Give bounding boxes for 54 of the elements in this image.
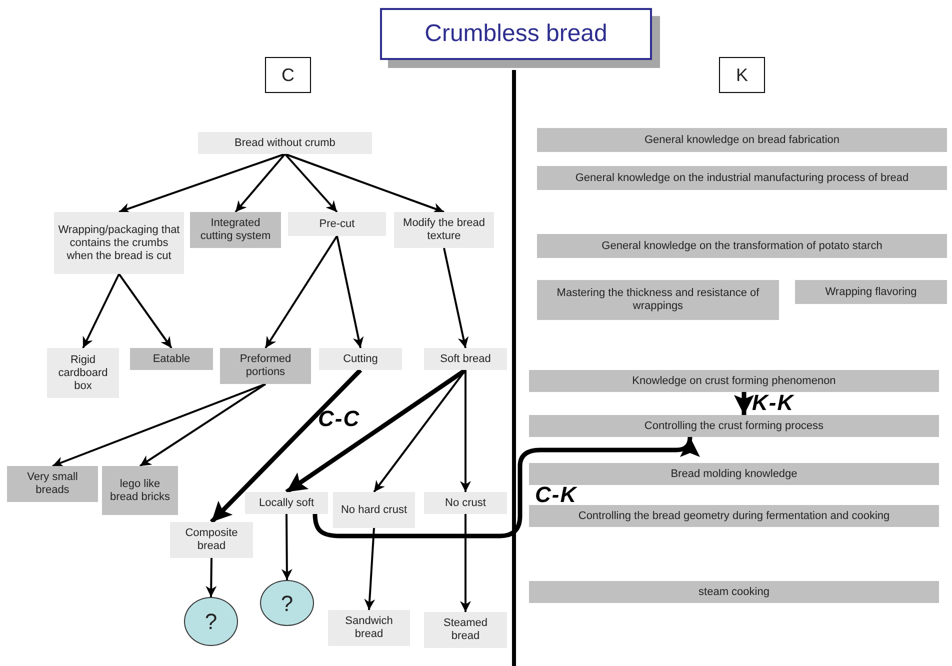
question-circle: ? — [184, 597, 238, 646]
arrow — [281, 514, 292, 580]
concept-box: Composite bread — [170, 522, 253, 558]
arrow — [206, 558, 217, 598]
arrow — [734, 392, 754, 415]
knowledge-box: Controlling the crust forming process — [529, 415, 939, 437]
knowledge-box: Mastering the thickness and resistance of wrappings — [537, 280, 779, 320]
knowledge-box: Controlling the bread geometry during fermentation and cooking — [529, 505, 939, 527]
letter-box: C — [265, 57, 311, 93]
arrow — [285, 368, 467, 494]
concept-box: Eatable — [130, 348, 213, 370]
concept-box: Modify the bread texture — [394, 212, 494, 248]
concept-box: Bread without crumb — [198, 132, 372, 154]
concept-box: Soft bread — [424, 348, 507, 370]
concept-box: Very small breads — [7, 466, 98, 502]
concept-box: Integrated cutting system — [190, 212, 281, 248]
relation-label: K-K — [752, 390, 794, 416]
arrow — [52, 383, 266, 468]
concept-box: Pre-cut — [288, 212, 386, 236]
arrow — [264, 235, 338, 349]
relation-label: C-K — [535, 482, 578, 508]
arrow — [118, 153, 286, 214]
letter-box: K — [719, 57, 765, 93]
concept-box: No hard crust — [333, 492, 415, 528]
concept-box: Rigid cardboard box — [47, 348, 119, 398]
knowledge-box: Wrapping flavoring — [795, 280, 947, 304]
concept-box: Sandwich bread — [328, 610, 410, 646]
concept-box: Cutting — [319, 348, 402, 370]
knowledge-box: Bread molding knowledge — [529, 463, 939, 485]
knowledge-box: General knowledge on the transformation of potato starch — [537, 234, 947, 258]
relation-label: C-C — [318, 406, 360, 432]
concept-box: No crust — [424, 492, 507, 514]
arrow — [460, 514, 471, 612]
arrow — [139, 383, 266, 467]
concept-box: Steamed bread — [424, 612, 507, 648]
arrow — [210, 368, 362, 524]
concept-box: Locally soft — [245, 492, 328, 514]
concept-box: Wrapping/packaging that contains the crumbs when the bread is cut — [54, 212, 184, 274]
arrow — [443, 248, 469, 348]
question-circle: ? — [260, 580, 314, 626]
arrow — [460, 370, 471, 492]
arrow — [82, 274, 120, 348]
knowledge-box: Knowledge on crust forming phenomenon — [529, 370, 939, 392]
arrow — [336, 236, 364, 348]
concept-box: Preformed portions — [220, 348, 311, 384]
concept-box: lego like bread bricks — [102, 466, 178, 515]
arrow — [364, 528, 376, 610]
knowledge-box: steam cooking — [529, 581, 939, 603]
knowledge-box: General knowledge on the industrial manufacturing process of bread — [537, 166, 947, 190]
arrow — [284, 153, 444, 214]
arrow — [234, 153, 286, 213]
arrow — [118, 273, 172, 349]
arrow — [284, 153, 338, 213]
knowledge-box: General knowledge on bread fabrication — [537, 128, 947, 152]
